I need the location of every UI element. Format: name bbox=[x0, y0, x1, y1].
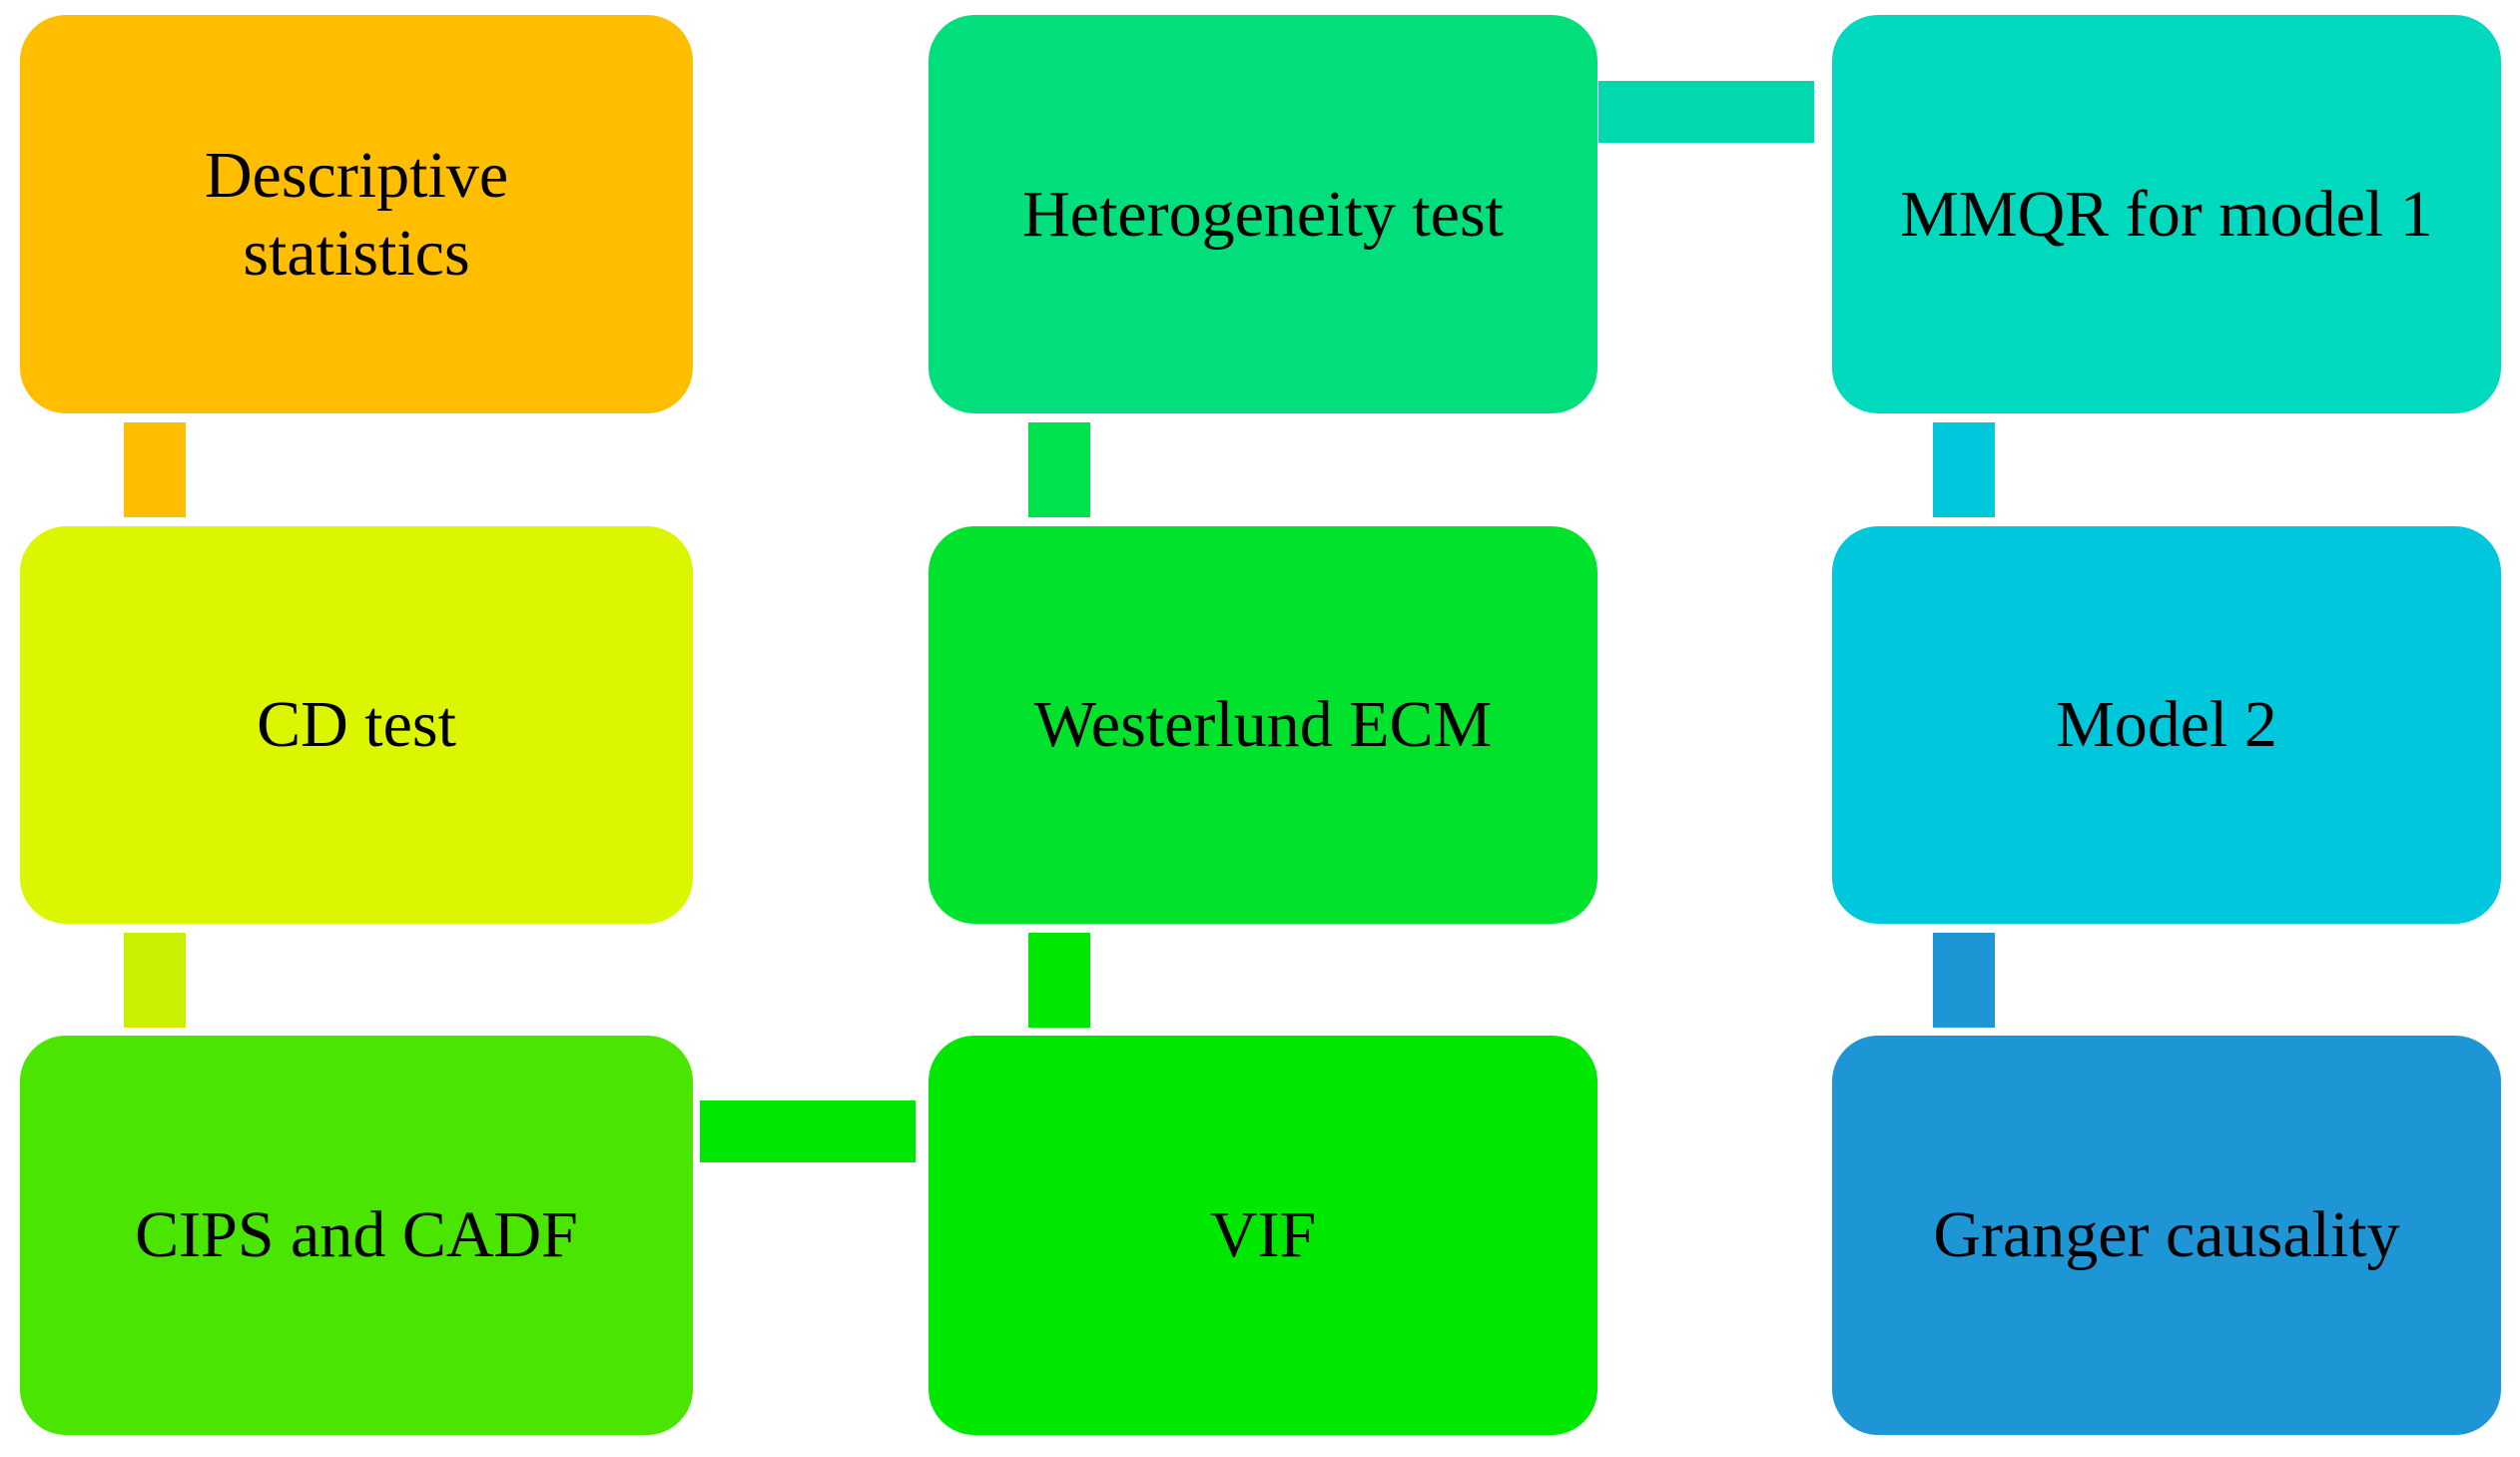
node-westerlund-ecm[interactable]: Westerlund ECM bbox=[929, 526, 1597, 924]
connector-westerlund-ecm-to-vif bbox=[1028, 933, 1090, 1028]
node-granger-causality[interactable]: Granger causality bbox=[1832, 1036, 2501, 1435]
connector-mmqr-for-model-1-to-model-2 bbox=[1933, 422, 1995, 517]
node-descriptive-statistics[interactable]: Descriptive statistics bbox=[20, 15, 693, 413]
connector-heterogeneity-test-to-westerlund-ecm bbox=[1028, 422, 1090, 517]
node-model-2[interactable]: Model 2 bbox=[1832, 526, 2501, 924]
node-mmqr-for-model-1[interactable]: MMQR for model 1 bbox=[1832, 15, 2501, 413]
connector-model-2-to-granger-causality bbox=[1933, 933, 1995, 1028]
connector-cips-and-cadf-to-vif bbox=[700, 1100, 916, 1162]
connector-cd-test-to-cips-and-cadf bbox=[124, 933, 186, 1028]
connector-heterogeneity-test-to-mmqr-for-model-1 bbox=[1598, 81, 1814, 143]
node-cd-test[interactable]: CD test bbox=[20, 526, 693, 924]
connector-descriptive-statistics-to-cd-test bbox=[124, 422, 186, 517]
node-vif[interactable]: VIF bbox=[929, 1036, 1597, 1435]
node-heterogeneity-test[interactable]: Heterogeneity test bbox=[929, 15, 1597, 413]
node-cips-and-cadf[interactable]: CIPS and CADF bbox=[20, 1036, 693, 1435]
